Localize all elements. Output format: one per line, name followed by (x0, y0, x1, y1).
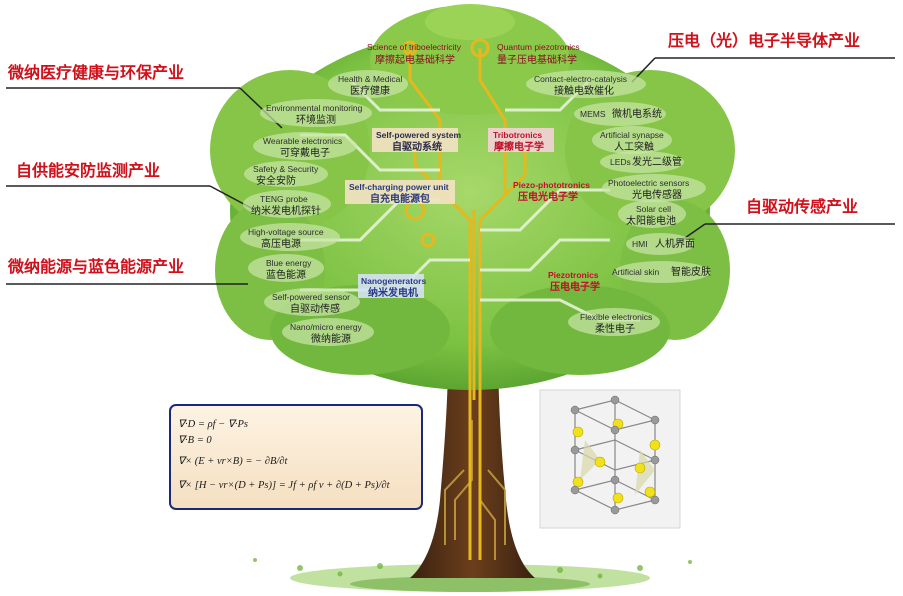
maxwell-equations-panel: ∇·D = ρf − ∇·Ps ∇·B = 0 ∇× (E + vr×B) = … (169, 404, 423, 510)
left-leaves: Health & Medical 医疗健康 Environmental moni… (240, 70, 408, 346)
equation-3: ∇× (E + vr×B) = − ∂B/∂t (178, 456, 288, 467)
category-tags: Self-powered system 自驱动系统 Self-charging … (345, 128, 600, 299)
leaf-self-powered-sensor-en: Self-powered sensor (272, 292, 350, 302)
leaf-solar-cell-en: Solar cell (636, 204, 671, 214)
leaf-blue-energy-zh: 蓝色能源 (266, 268, 306, 281)
cat-self-charging-zh: 自充电能源包 (370, 192, 430, 205)
cat-tribotronics-en: Tribotronics (493, 130, 542, 140)
leaf-contact-catalysis-en: Contact-electro-catalysis (534, 74, 627, 84)
leaf-health-medical-en: Health & Medical (338, 74, 402, 84)
industry-micro-nano-blue-energy: 微纳能源与蓝色能源产业 (7, 257, 184, 276)
leaf-leds-zh: 发光二级管 (632, 155, 682, 168)
leaf-teng-probe-en: TENG probe (260, 194, 308, 204)
top-quantum-piezotronics-en: Quantum piezotronics (497, 42, 580, 52)
industry-self-powered-security: 自供能安防监测产业 (16, 161, 160, 180)
leaf-health-medical-zh: 医疗健康 (350, 84, 390, 97)
leaf-flexible-en: Flexible electronics (580, 312, 652, 322)
leaf-hmi-zh: 人机界面 (655, 237, 695, 250)
leaf-leds-en: LEDs (610, 157, 631, 167)
cat-self-powered-system-zh: 自驱动系统 (392, 140, 442, 153)
leaf-high-voltage-zh: 高压电源 (261, 237, 301, 250)
leaf-wearable-zh: 可穿戴电子 (280, 146, 330, 159)
equation-4: ∇× [H − vr×(D + Ps)] = Jf + ρf v + ∂(D +… (178, 480, 391, 491)
leaf-nano-micro-energy-zh: 微纳能源 (311, 332, 351, 345)
cat-piezotronics-zh: 压电电子学 (550, 280, 600, 293)
cat-piezotronics-en: Piezotronics (548, 270, 599, 280)
leaf-synapse-zh: 人工突触 (614, 140, 654, 153)
leaf-environmental-en: Environmental monitoring (266, 103, 363, 113)
leaf-mems-en: MEMS (580, 109, 606, 119)
industry-medical-environmental: 微纳医疗健康与环保产业 (7, 63, 184, 82)
leaf-hmi-en: HMI (632, 239, 648, 249)
leaf-teng-probe-zh: 纳米发电机探针 (251, 204, 321, 217)
industry-piezo-semiconductor: 压电（光）电子半导体产业 (668, 31, 860, 50)
leaf-self-powered-sensor-zh: 自驱动传感 (290, 302, 340, 315)
cat-nanogenerators-en: Nanogenerators (361, 276, 426, 286)
equation-2: ∇·B = 0 (178, 435, 212, 446)
leaf-safety-en: Safety & Security (253, 164, 319, 174)
equation-1: ∇·D = ρf − ∇·Ps (178, 419, 248, 430)
right-leaves: Contact-electro-catalysis 接触电致催化 MEMS 微机… (526, 70, 711, 336)
leaf-artificial-skin-en: Artificial skin (612, 267, 660, 277)
leaf-contact-catalysis-zh: 接触电致催化 (554, 84, 614, 97)
leaf-solar-cell-zh: 太阳能电池 (626, 214, 676, 227)
trunk-root-circuit (444, 420, 506, 560)
cat-piezo-phototronics-en: Piezo-phototronics (513, 180, 590, 190)
leaf-environmental-zh: 环境监测 (296, 113, 336, 126)
industry-labels: 微纳医疗健康与环保产业 自供能安防监测产业 微纳能源与蓝色能源产业 压电（光）电… (6, 31, 895, 285)
leaf-nano-micro-energy-en: Nano/micro energy (290, 322, 363, 332)
cat-tribotronics-zh: 摩擦电子学 (494, 140, 544, 153)
fallen-leaves (253, 558, 692, 579)
cat-self-charging-en: Self-charging power unit (349, 182, 449, 192)
leaf-flexible-zh: 柔性电子 (595, 322, 635, 335)
cat-self-powered-system-en: Self-powered system (376, 130, 461, 140)
crown-top-labels: Science of triboelectricity 摩擦起电基础科学 Qua… (367, 42, 580, 66)
cat-piezo-phototronics-zh: 压电光电子学 (518, 190, 578, 203)
top-triboelectricity-en: Science of triboelectricity (367, 42, 462, 52)
leaf-blue-energy-en: Blue energy (266, 258, 312, 268)
leaf-mems-zh: 微机电系统 (612, 107, 662, 120)
leaf-photoelectric-en: Photoelectric sensors (608, 178, 689, 188)
crystal-structure-image (539, 389, 681, 529)
cat-nanogenerators-zh: 纳米发电机 (368, 286, 418, 299)
leaf-artificial-skin-zh: 智能皮肤 (671, 265, 711, 278)
top-triboelectricity-zh: 摩擦起电基础科学 (375, 53, 455, 66)
leaf-high-voltage-en: High-voltage source (248, 227, 324, 237)
leaf-photoelectric-zh: 光电传感器 (632, 188, 682, 201)
leaf-wearable-en: Wearable electronics (263, 136, 342, 146)
leaf-safety-zh: 安全安防 (256, 174, 296, 187)
top-quantum-piezotronics-zh: 量子压电基础科学 (497, 53, 577, 66)
industry-self-driven-sensing: 自驱动传感产业 (746, 197, 858, 216)
leaf-synapse-en: Artificial synapse (600, 130, 664, 140)
